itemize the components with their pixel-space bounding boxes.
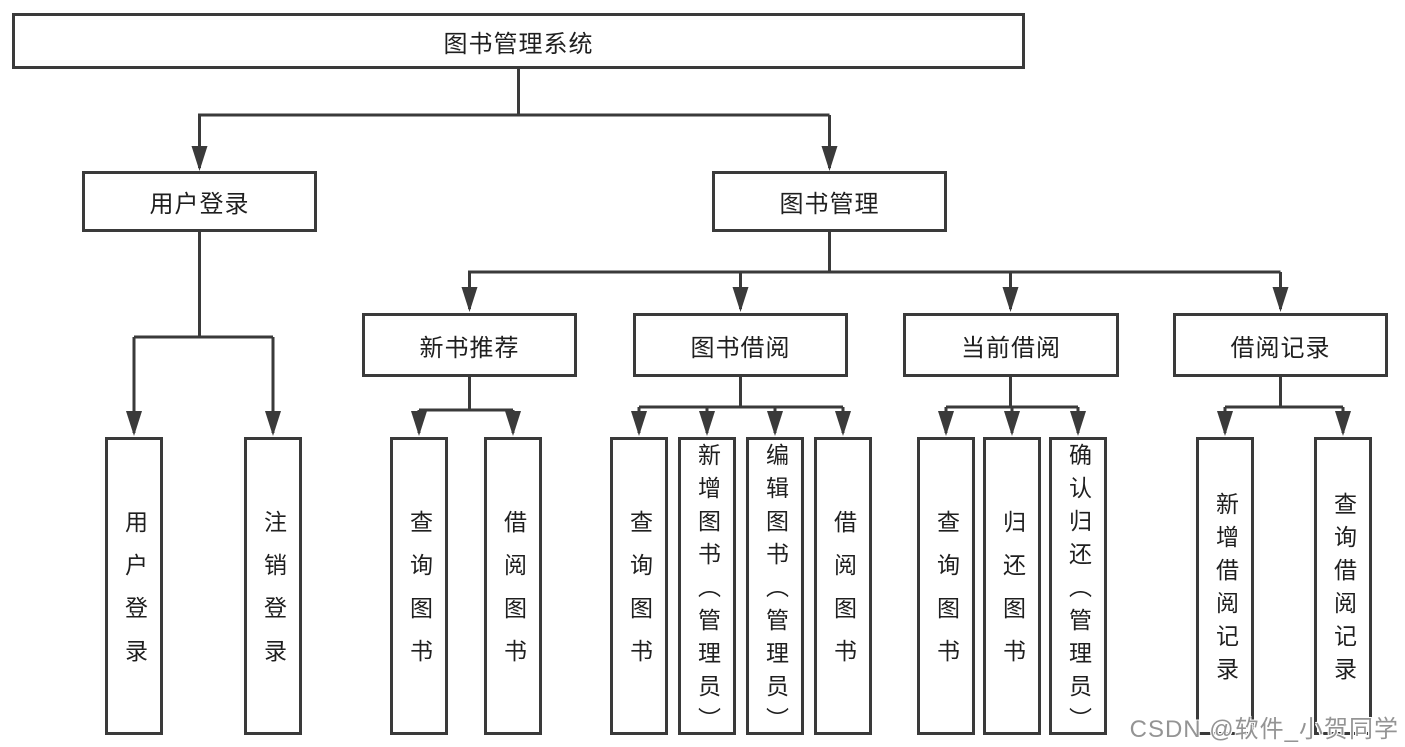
arrow-icon: [631, 411, 647, 436]
leaf-search-books-3-label: 查询图书: [933, 510, 960, 682]
arrow-icon: [1070, 411, 1086, 436]
arrow-icon: [835, 411, 851, 436]
node-borrowing-records-label: 借阅记录: [1230, 334, 1331, 362]
arrow-icon: [938, 411, 954, 436]
node-book-management-label: 图书管理: [779, 191, 880, 218]
node-current-borrowing-label: 当前借阅: [961, 334, 1061, 362]
arrow-icon: [767, 411, 783, 436]
leaf-return-books: 归还图书: [983, 437, 1041, 735]
arrowheads: [126, 146, 1351, 436]
arrow-icon: [126, 411, 142, 436]
leaf-borrow-books-2-label: 借阅图书: [830, 510, 857, 682]
arrow-icon: [1272, 287, 1289, 312]
arrow-icon: [821, 146, 838, 171]
node-user-login: 用户登录: [82, 171, 317, 232]
node-book-borrowing: 图书借阅: [633, 313, 848, 377]
leaf-search-books-2-label: 查询图书: [626, 510, 653, 682]
connector-new-book: [417, 377, 515, 433]
leaf-user-login: 用户登录: [105, 437, 163, 735]
leaf-search-books-3: 查询图书: [917, 437, 975, 735]
arrow-icon: [732, 287, 749, 312]
leaf-edit-books-admin-label: 编辑图书（管理员）: [762, 442, 789, 740]
leaf-borrow-books-1-label: 借阅图书: [500, 510, 527, 682]
node-book-management: 图书管理: [712, 171, 947, 232]
arrow-icon: [1004, 411, 1020, 436]
arrow-icon: [1335, 411, 1351, 436]
leaf-add-borrow-record: 新增借阅记录: [1196, 437, 1254, 735]
node-book-borrowing-label: 图书借阅: [690, 334, 791, 362]
leaf-search-borrow-record: 查询借阅记录: [1314, 437, 1372, 735]
connector-borrowing-records: [1223, 377, 1345, 433]
arrow-icon: [191, 146, 208, 171]
leaf-borrow-books-1: 借阅图书: [484, 437, 542, 735]
leaf-search-books-1-label: 查询图书: [406, 510, 433, 682]
connector-root: [198, 69, 831, 168]
leaf-return-books-label: 归还图书: [999, 510, 1026, 682]
leaf-search-books-2: 查询图书: [610, 437, 668, 735]
node-new-book-recommendation: 新书推荐: [362, 313, 577, 377]
connector-book-management: [468, 232, 1282, 309]
leaf-borrow-books-2: 借阅图书: [814, 437, 872, 735]
node-new-book-recommendation-label: 新书推荐: [419, 334, 520, 362]
arrow-icon: [411, 411, 427, 436]
node-borrowing-records: 借阅记录: [1173, 313, 1388, 377]
leaf-edit-books-admin: 编辑图书（管理员）: [746, 437, 804, 740]
leaf-add-borrow-record-label: 新增借阅记录: [1212, 492, 1239, 690]
leaf-add-books-admin-label: 新增图书（管理员）: [694, 442, 721, 740]
leaf-user-login-label: 用户登录: [121, 510, 148, 682]
leaf-logout: 注销登录: [244, 437, 302, 735]
leaf-search-books-1: 查询图书: [390, 437, 448, 735]
leaf-search-borrow-record-label: 查询借阅记录: [1330, 492, 1357, 690]
connector-book-borrowing: [637, 377, 845, 433]
node-user-login-label: 用户登录: [149, 191, 250, 218]
node-current-borrowing: 当前借阅: [903, 313, 1119, 377]
connector-user-login: [132, 232, 275, 433]
leaf-add-books-admin: 新增图书（管理员）: [678, 437, 736, 740]
arrow-icon: [699, 411, 715, 436]
node-root-label: 图书管理系统: [443, 30, 594, 58]
arrow-icon: [505, 411, 521, 436]
leaf-logout-label: 注销登录: [260, 510, 287, 682]
arrow-icon: [1002, 287, 1019, 312]
leaf-confirm-return-admin: 确认归还（管理员）: [1049, 437, 1107, 740]
arrow-icon: [1217, 411, 1233, 436]
watermark: CSDN @软件_小贺同学: [1129, 716, 1399, 743]
node-root: 图书管理系统: [12, 13, 1025, 69]
arrow-icon: [265, 411, 281, 436]
leaf-confirm-return-admin-label: 确认归还（管理员）: [1065, 442, 1092, 740]
arrow-icon: [461, 287, 478, 312]
